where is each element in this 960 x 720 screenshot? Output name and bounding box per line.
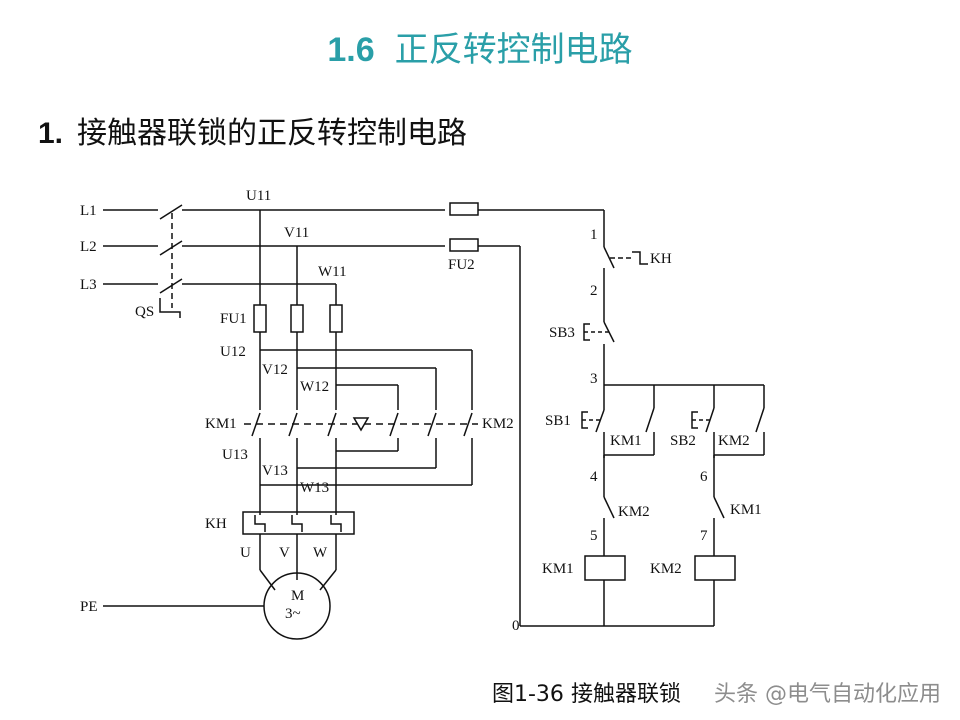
label-l2: L2 (80, 239, 97, 255)
label-fu1: FU1 (220, 311, 247, 327)
title-number: 1.6 (327, 31, 375, 69)
km-main-contacts (244, 412, 478, 515)
node-5: 5 (590, 528, 598, 544)
label-km1-seal: KM1 (610, 433, 642, 449)
label-v: V (279, 545, 290, 561)
label-l1: L1 (80, 203, 97, 219)
label-motor-m: M (291, 588, 304, 604)
figure-caption: 图1-36 接触器联锁 (492, 676, 681, 708)
label-km2-nc: KM2 (618, 504, 650, 520)
label-qs: QS (135, 304, 154, 320)
label-fu2: FU2 (448, 257, 475, 273)
section-title: 接触器联锁的正反转控制电路 (77, 116, 468, 151)
label-u13: U13 (222, 447, 248, 463)
label-sb1: SB1 (545, 413, 571, 429)
label-v11: V11 (284, 225, 309, 241)
label-u: U (240, 545, 251, 561)
node-1: 1 (590, 227, 598, 243)
label-km1-nc: KM1 (730, 502, 762, 518)
motor (103, 572, 331, 640)
label-km2-coil: KM2 (650, 561, 682, 577)
label-u12: U12 (220, 344, 246, 360)
label-km1-coil: KM1 (542, 561, 574, 577)
label-u11: U11 (246, 188, 271, 204)
label-kh-main: KH (205, 516, 227, 532)
label-kh-ctrl: KH (650, 251, 672, 267)
fu2-fuses (449, 202, 604, 626)
figure-number: 图1-36 (492, 682, 564, 707)
label-w13: W13 (300, 480, 329, 496)
label-km2-main: KM2 (482, 416, 514, 432)
watermark: 头条 @电气自动化应用 (714, 682, 941, 707)
node-2: 2 (590, 283, 598, 299)
section-heading: 1. 接触器联锁的正反转控制电路 (38, 108, 467, 152)
page-title: 1.6 正反转控制电路 (0, 22, 960, 71)
label-sb2: SB2 (670, 433, 696, 449)
title-text: 正反转控制电路 (394, 30, 633, 70)
label-sb3: SB3 (549, 325, 575, 341)
label-w12: W12 (300, 379, 329, 395)
power-verticals (253, 210, 473, 410)
label-km1-main: KM1 (205, 416, 237, 432)
node-0: 0 (512, 618, 520, 634)
control-circuit (520, 210, 765, 627)
node-7: 7 (700, 528, 708, 544)
label-w11: W11 (318, 264, 347, 280)
label-v13: V13 (262, 463, 288, 479)
node-4: 4 (590, 469, 598, 485)
label-pe: PE (80, 599, 98, 615)
label-km2-seal: KM2 (718, 433, 750, 449)
label-v12: V12 (262, 362, 288, 378)
node-3: 3 (590, 371, 598, 387)
label-w: W (313, 545, 328, 561)
diagram-labels: L1 L2 L3 QS PE U11 V11 W11 FU1 FU2 U12 V… (80, 188, 762, 634)
label-l3: L3 (80, 277, 97, 293)
node-6: 6 (700, 469, 708, 485)
label-motor-3: 3~ (285, 606, 301, 622)
kh-heater (242, 511, 355, 591)
section-number: 1. (38, 117, 64, 150)
supply-lines (103, 204, 445, 318)
figure-text: 接触器联锁 (570, 682, 681, 707)
